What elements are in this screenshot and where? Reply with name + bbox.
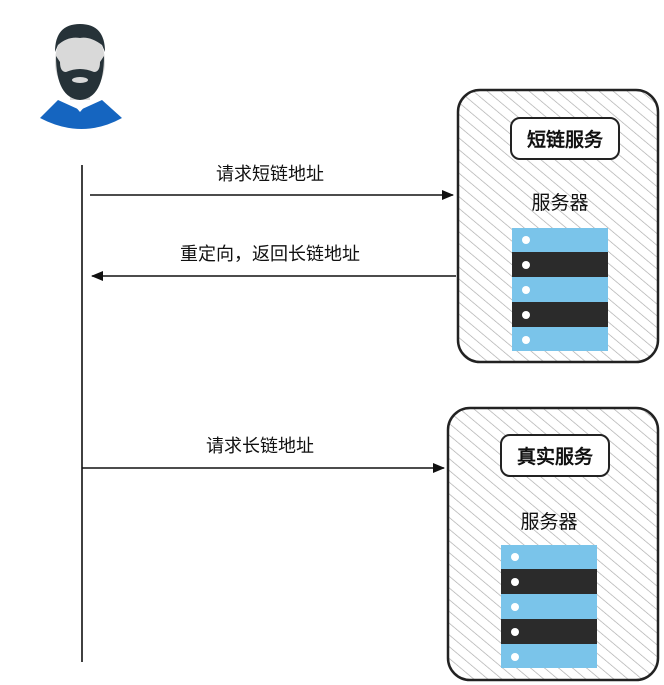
label-request-short: 请求短链地址 — [216, 164, 324, 185]
short-link-server — [456, 88, 660, 364]
label-redirect-long: 重定向，返回长链地址 — [180, 244, 360, 265]
short-server-title: 短链服务 — [510, 117, 620, 160]
user-avatar-icon — [40, 24, 122, 129]
real-server — [446, 406, 660, 682]
server-rack-icon — [501, 545, 597, 668]
server-rack-icon — [512, 228, 608, 351]
short-server-subtitle: 服务器 — [531, 192, 589, 214]
real-server-title: 真实服务 — [500, 434, 610, 477]
real-server-subtitle: 服务器 — [520, 511, 578, 533]
label-request-long: 请求长链地址 — [206, 436, 314, 457]
